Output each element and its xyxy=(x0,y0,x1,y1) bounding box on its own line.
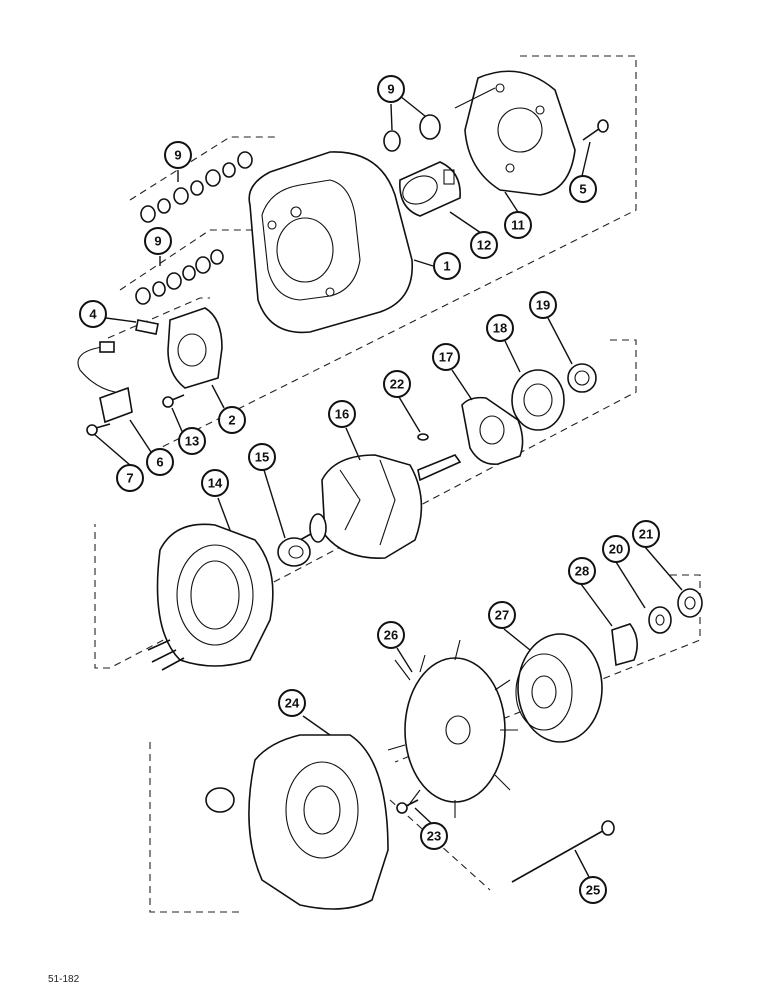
seal xyxy=(567,363,597,393)
bearing-18 xyxy=(511,369,565,431)
callout-27: 27 xyxy=(488,601,516,629)
svg-text:19: 19 xyxy=(536,298,550,313)
leader-lines xyxy=(93,95,683,878)
callout-26: 26 xyxy=(377,621,405,649)
svg-text:6: 6 xyxy=(156,455,163,470)
svg-text:4: 4 xyxy=(89,307,97,322)
screw-23 xyxy=(396,799,419,814)
svg-text:7: 7 xyxy=(126,471,133,486)
nut-washer-set-upper xyxy=(140,151,253,223)
rear-housing xyxy=(248,151,413,334)
screw-5 xyxy=(582,119,609,141)
svg-text:21: 21 xyxy=(639,527,653,542)
callout-15: 15 xyxy=(248,443,276,471)
nut-washer-set-lower xyxy=(135,249,224,305)
terminal-nuts xyxy=(383,114,441,152)
svg-text:1: 1 xyxy=(443,259,450,274)
screws-7-13 xyxy=(86,394,185,436)
callout-13: 13 xyxy=(178,427,206,455)
pulley xyxy=(515,633,603,743)
plug-connector xyxy=(135,319,159,335)
svg-text:22: 22 xyxy=(390,377,404,392)
rotor xyxy=(299,454,462,559)
bushing xyxy=(205,787,235,813)
callout-11: 11 xyxy=(504,211,532,239)
svg-text:25: 25 xyxy=(586,883,600,898)
callout-4: 4 xyxy=(79,300,107,328)
callout-9-upper: 9 xyxy=(164,141,192,169)
svg-text:15: 15 xyxy=(255,450,269,465)
callout-1: 1 xyxy=(433,252,461,280)
svg-text:13: 13 xyxy=(185,434,199,449)
callout-25: 25 xyxy=(579,876,607,904)
rectifier-plate xyxy=(454,70,576,196)
callout-6: 6 xyxy=(146,448,174,476)
stator xyxy=(147,523,274,671)
washer xyxy=(648,606,672,634)
callout-20: 20 xyxy=(602,535,630,563)
svg-text:17: 17 xyxy=(439,350,453,365)
svg-text:27: 27 xyxy=(495,608,509,623)
callout-14: 14 xyxy=(201,469,229,497)
svg-text:2: 2 xyxy=(228,413,235,428)
svg-text:5: 5 xyxy=(579,182,586,197)
retainer-plate xyxy=(461,396,524,465)
svg-text:11: 11 xyxy=(511,218,525,233)
pulley-nut xyxy=(677,588,703,618)
fan xyxy=(387,639,518,818)
svg-text:16: 16 xyxy=(335,407,349,422)
woodruff-key xyxy=(417,433,429,441)
callout-21: 21 xyxy=(632,520,660,548)
callout-17: 17 xyxy=(432,343,460,371)
svg-text:9: 9 xyxy=(174,148,181,163)
svg-text:9: 9 xyxy=(387,82,394,97)
svg-text:14: 14 xyxy=(208,476,223,491)
through-bolt xyxy=(511,820,615,883)
callout-5: 5 xyxy=(569,175,597,203)
callout-9-lower: 9 xyxy=(144,227,172,255)
callout-16: 16 xyxy=(328,400,356,428)
drive-end-housing xyxy=(248,734,389,910)
callout-2: 2 xyxy=(218,406,246,434)
callout-18: 18 xyxy=(486,314,514,342)
svg-text:28: 28 xyxy=(575,564,589,579)
svg-text:24: 24 xyxy=(285,696,300,711)
spacer xyxy=(611,623,638,667)
callout-7: 7 xyxy=(116,464,144,492)
svg-text:18: 18 xyxy=(493,321,507,336)
svg-text:26: 26 xyxy=(384,628,398,643)
callout-12: 12 xyxy=(470,231,498,259)
voltage-regulator xyxy=(167,307,223,389)
callout-9-top-right: 9 xyxy=(377,75,405,103)
bearing-15 xyxy=(277,537,311,567)
callout-24: 24 xyxy=(278,689,306,717)
callout-19: 19 xyxy=(529,291,557,319)
lead-wire xyxy=(77,341,133,424)
drawing-reference-code: 51-182 xyxy=(48,974,80,985)
svg-text:23: 23 xyxy=(427,829,441,844)
svg-text:20: 20 xyxy=(609,542,623,557)
callout-28: 28 xyxy=(568,557,596,585)
svg-text:12: 12 xyxy=(477,238,491,253)
callout-23: 23 xyxy=(420,822,448,850)
svg-text:9: 9 xyxy=(154,234,161,249)
callout-22: 22 xyxy=(383,370,411,398)
sleeve xyxy=(399,161,461,217)
